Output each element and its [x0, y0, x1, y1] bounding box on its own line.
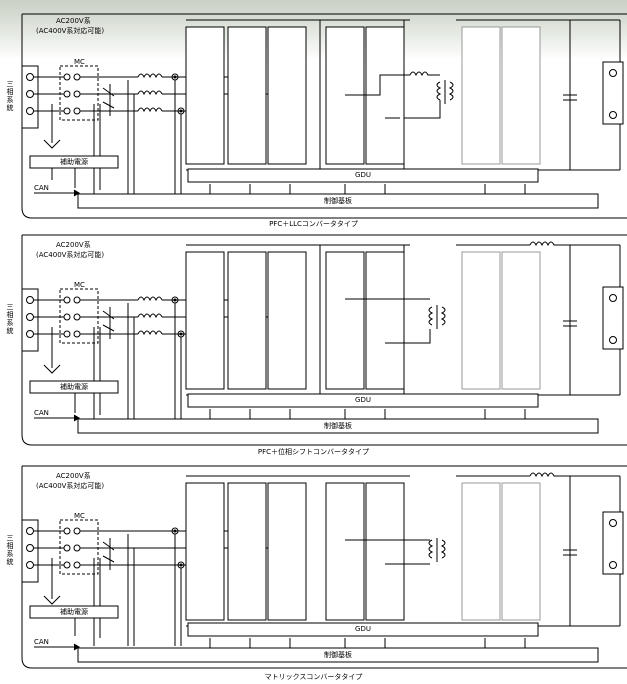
grid-label: 三相系統: [6, 303, 14, 335]
grid-label: 三相系統: [6, 534, 14, 566]
gdu-label: GDU: [355, 396, 371, 404]
aux-power-label: 補助電源: [60, 158, 88, 166]
ac-sub-voltage-label: (AC400V系対応可能): [36, 27, 105, 35]
circuit-diagram-2: [21, 234, 627, 446]
ac-voltage-label: AC200V系: [56, 241, 91, 249]
caption-pfc-phase-shift: PFC＋位相シフトコンバータタイプ: [257, 448, 370, 456]
panel-pfc-phase-shift: AC200V系 (AC400V系対応可能) 三相系統 MC 補助電源 CAN G…: [0, 231, 627, 456]
mc-label: MC: [74, 58, 85, 66]
ac-sub-voltage-label: (AC400V系対応可能): [36, 482, 105, 490]
caption-matrix: マトリックスコンバータタイプ: [264, 673, 363, 681]
circuit-diagram-1: [21, 13, 627, 219]
aux-power-label: 補助電源: [60, 383, 88, 391]
control-board-label: 制御基板: [324, 197, 352, 205]
can-label: CAN: [34, 638, 49, 646]
ac-sub-voltage-label: (AC400V系対応可能): [36, 251, 105, 259]
can-label: CAN: [34, 184, 49, 192]
control-board-label: 制御基板: [324, 422, 352, 430]
aux-power-label: 補助電源: [60, 608, 88, 616]
caption-pfc-llc: PFC＋LLCコンバータタイプ: [269, 220, 358, 228]
gdu-label: GDU: [355, 171, 371, 179]
panel-matrix: AC200V系 (AC400V系対応可能) 三相系統 MC 補助電源 CAN G…: [0, 460, 627, 684]
can-label: CAN: [34, 409, 49, 417]
ac-voltage-label: AC200V系: [56, 472, 91, 480]
grid-label: 三相系統: [6, 80, 14, 112]
gdu-label: GDU: [355, 625, 371, 633]
panel-pfc-llc: AC200V系 (AC400V系対応可能) 三相系統 MC 補助電源 CAN G…: [0, 0, 627, 228]
control-board-label: 制御基板: [324, 651, 352, 659]
mc-label: MC: [74, 281, 85, 289]
ac-voltage-label: AC200V系: [56, 17, 91, 25]
mc-label: MC: [74, 512, 85, 520]
circuit-diagram-3: [21, 465, 627, 669]
